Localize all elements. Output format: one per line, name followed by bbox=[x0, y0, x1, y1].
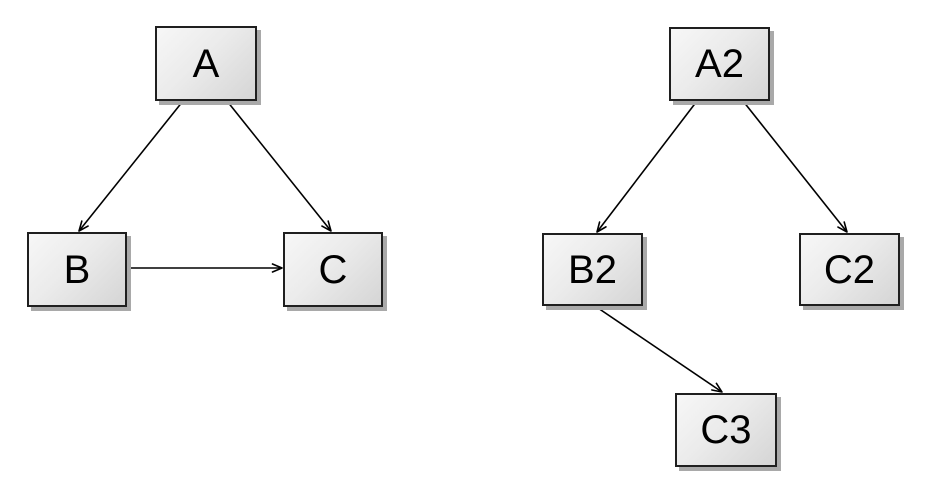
node-A: A bbox=[155, 26, 257, 101]
node-A2: A2 bbox=[669, 27, 770, 101]
node-C: C bbox=[283, 232, 383, 307]
edge-A-to-B bbox=[78, 100, 184, 232]
node-B: B bbox=[27, 232, 127, 307]
edge-B2-to-C3 bbox=[594, 305, 723, 393]
node-C2: C2 bbox=[799, 233, 900, 306]
edge-A2-to-C2 bbox=[742, 100, 848, 233]
node-C3: C3 bbox=[675, 393, 777, 467]
edge-A2-to-B2 bbox=[596, 100, 698, 233]
node-B2: B2 bbox=[542, 233, 643, 306]
edge-A-to-C bbox=[226, 100, 332, 232]
